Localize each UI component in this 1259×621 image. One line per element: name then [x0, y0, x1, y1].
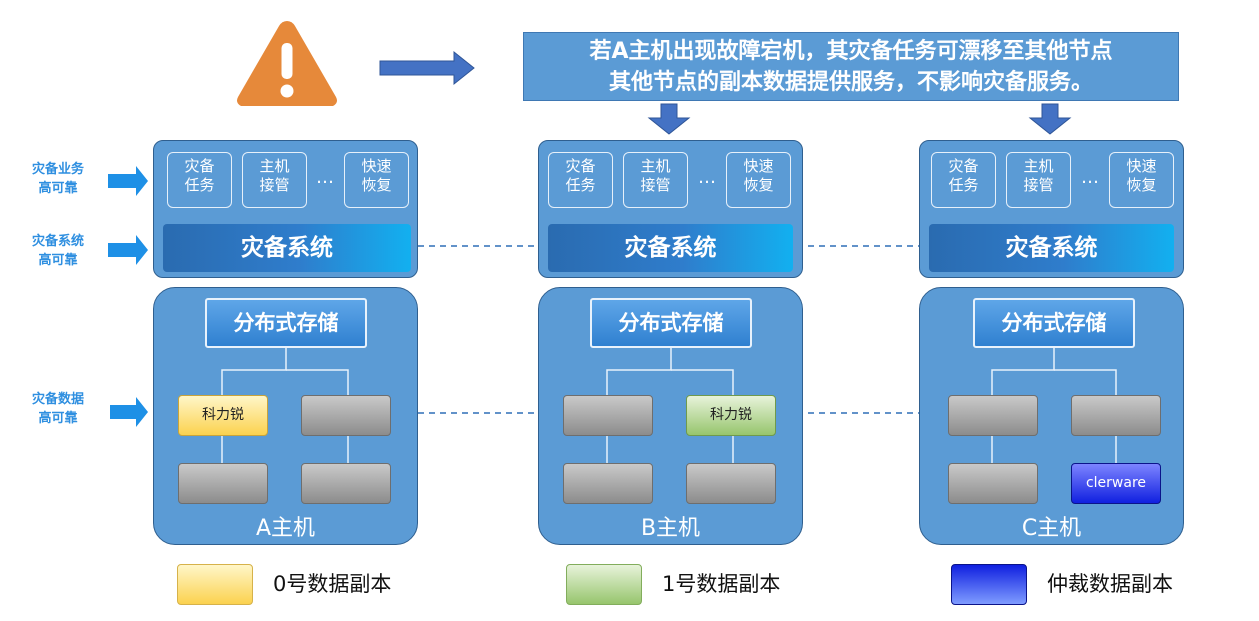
replica-node: [563, 463, 653, 504]
host-b-system-panel: 灾备任务 主机接管 … 快速恢复 灾备系统: [538, 140, 803, 278]
host-name: B主机: [640, 516, 701, 541]
more-dots: …: [698, 167, 716, 188]
service-takeover: 主机接管: [623, 152, 688, 208]
side-label-service: 灾备业务 高可靠: [31, 162, 84, 196]
storage-header: 分布式存储: [973, 298, 1135, 348]
replica-node: [686, 463, 776, 504]
system-bar: 灾备系统: [163, 224, 411, 272]
down-arrow-icon: [1028, 103, 1072, 135]
service-takeover: 主机接管: [242, 152, 307, 208]
legend-label-replica-0: 0号数据副本: [273, 572, 392, 596]
replica-node: 科力锐: [178, 395, 268, 436]
host-b-storage-panel: 分布式存储 科力锐 B主机: [538, 287, 803, 545]
host-name: C主机: [1021, 516, 1082, 541]
more-dots: …: [316, 167, 334, 188]
legend-swatch-replica-0: [177, 564, 253, 605]
tree-lines: [221, 348, 349, 464]
legend-swatch-arbiter: [951, 564, 1027, 605]
replica-node: clerware: [1071, 463, 1161, 504]
side-arrow-icon: [108, 235, 148, 265]
message-line-2: 其他节点的副本数据提供服务，不影响灾备服务。: [608, 70, 1093, 95]
service-recover: 快速恢复: [344, 152, 409, 208]
legend-label-arbiter: 仲裁数据副本: [1047, 572, 1173, 596]
host-c-system-panel: 灾备任务 主机接管 … 快速恢复 灾备系统: [919, 140, 1184, 278]
host-name: A主机: [255, 516, 316, 541]
replica-node: [948, 463, 1038, 504]
replica-node: [178, 463, 268, 504]
service-recover: 快速恢复: [1109, 152, 1174, 208]
legend-swatch-replica-1: [566, 564, 642, 605]
replica-node: [301, 463, 391, 504]
replica-node: [1071, 395, 1161, 436]
down-arrow-icon: [647, 103, 691, 135]
service-takeover: 主机接管: [1006, 152, 1071, 208]
system-bar: 灾备系统: [929, 224, 1174, 272]
host-a-system-panel: 灾备任务 主机接管 … 快速恢复 灾备系统: [153, 140, 418, 278]
service-task: 灾备任务: [167, 152, 232, 208]
more-dots: …: [1081, 167, 1099, 188]
storage-header: 分布式存储: [590, 298, 752, 348]
replica-node: [301, 395, 391, 436]
tree-lines: [991, 348, 1117, 464]
host-a-storage-panel: 分布式存储 科力锐 A主机: [153, 287, 418, 545]
side-label-system: 灾备系统 高可靠: [31, 234, 84, 268]
message-line-1: 若A主机出现故障宕机，其灾备任务可漂移至其他节点: [589, 39, 1113, 64]
replica-node: [948, 395, 1038, 436]
side-arrow-icon: [110, 397, 148, 427]
replica-node: 科力锐: [686, 395, 776, 436]
warning-icon: [237, 21, 337, 106]
legend-label-replica-1: 1号数据副本: [662, 572, 781, 596]
service-recover: 快速恢复: [726, 152, 791, 208]
failover-message: 若A主机出现故障宕机，其灾备任务可漂移至其他节点 其他节点的副本数据提供服务，不…: [523, 32, 1179, 101]
side-arrow-icon: [108, 166, 148, 196]
tree-lines: [606, 348, 734, 464]
host-c-storage-panel: 分布式存储 clerware C主机: [919, 287, 1184, 545]
system-bar: 灾备系统: [548, 224, 793, 272]
side-label-data: 灾备数据 高可靠: [31, 392, 84, 426]
service-task: 灾备任务: [548, 152, 613, 208]
right-arrow-icon: [379, 50, 475, 86]
replica-node: [563, 395, 653, 436]
storage-header: 分布式存储: [205, 298, 367, 348]
service-task: 灾备任务: [931, 152, 996, 208]
